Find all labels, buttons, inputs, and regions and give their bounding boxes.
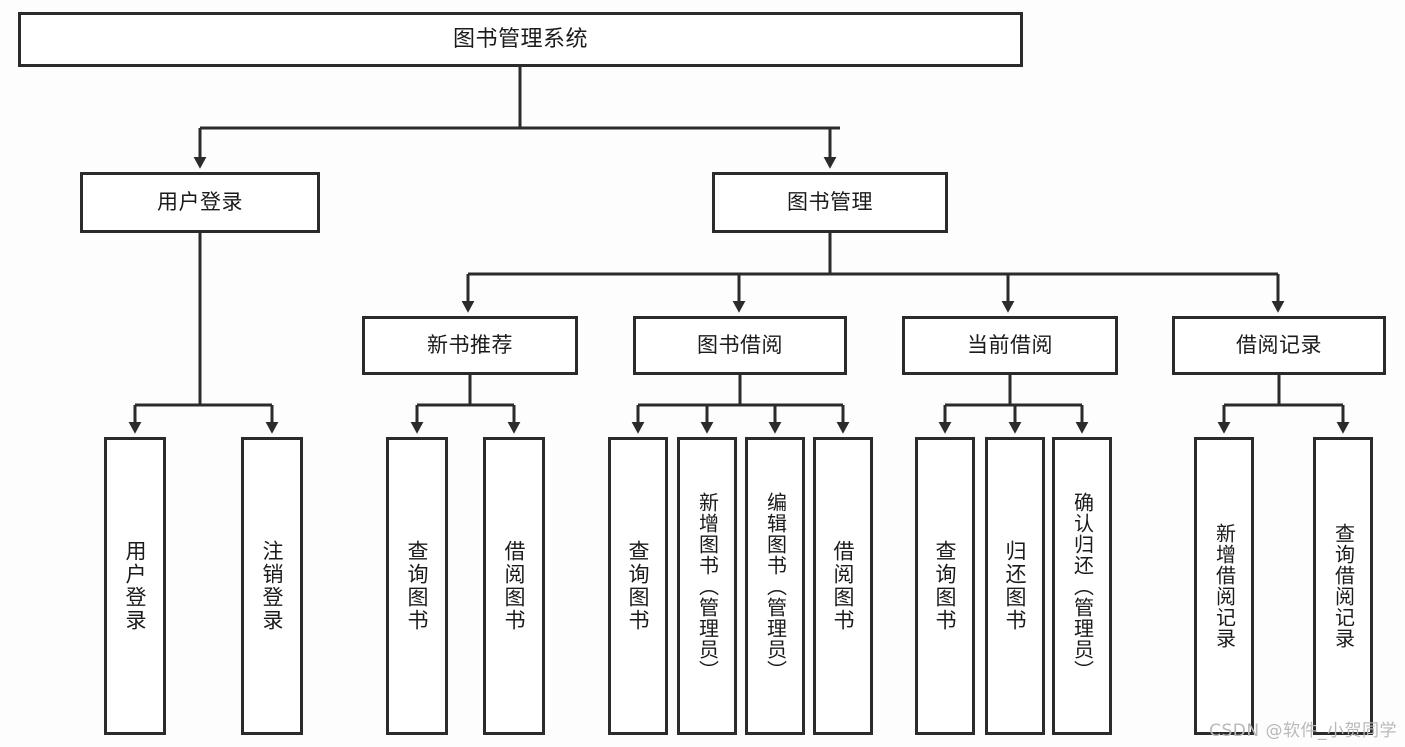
leaf-confirm-return-label: 确认归还（管理员） <box>1070 491 1095 681</box>
leaf-return-book-label: 归还图书 <box>1003 540 1028 632</box>
leaf-confirm-return[interactable]: 确认归还（管理员） <box>1052 437 1112 735</box>
node-current-borrow[interactable]: 当前借阅 <box>902 316 1118 375</box>
node-book-management-label: 图书管理 <box>787 190 873 215</box>
leaf-user-login-label: 用户登录 <box>123 540 148 632</box>
leaf-query-book-recommend[interactable]: 查询图书 <box>386 437 448 735</box>
node-book-management[interactable]: 图书管理 <box>712 172 948 233</box>
leaf-logout-label: 注销登录 <box>260 540 285 632</box>
leaf-edit-book[interactable]: 编辑图书（管理员） <box>745 437 805 735</box>
leaf-add-book-label: 新增图书（管理员） <box>695 491 720 681</box>
node-book-borrow-label: 图书借阅 <box>697 333 783 358</box>
node-new-book-recommend-label: 新书推荐 <box>427 333 513 358</box>
node-user-login[interactable]: 用户登录 <box>80 172 320 233</box>
leaf-add-book[interactable]: 新增图书（管理员） <box>677 437 737 735</box>
leaf-borrow-book[interactable]: 借阅图书 <box>813 437 873 735</box>
leaf-edit-book-label: 编辑图书（管理员） <box>763 491 788 681</box>
node-root[interactable]: 图书管理系统 <box>18 12 1023 67</box>
node-borrow-record[interactable]: 借阅记录 <box>1172 316 1386 375</box>
leaf-borrow-book-recommend[interactable]: 借阅图书 <box>483 437 545 735</box>
node-borrow-record-label: 借阅记录 <box>1236 333 1322 358</box>
leaf-borrow-book-label: 借阅图书 <box>831 540 856 632</box>
node-book-borrow[interactable]: 图书借阅 <box>633 316 847 375</box>
leaf-query-book-recommend-label: 查询图书 <box>405 540 430 632</box>
leaf-return-book[interactable]: 归还图书 <box>985 437 1045 735</box>
leaf-query-book-current-label: 查询图书 <box>933 540 958 632</box>
node-new-book-recommend[interactable]: 新书推荐 <box>362 316 578 375</box>
leaf-logout[interactable]: 注销登录 <box>241 437 303 735</box>
node-current-borrow-label: 当前借阅 <box>967 333 1053 358</box>
leaf-query-book-borrow[interactable]: 查询图书 <box>608 437 668 735</box>
leaf-user-login[interactable]: 用户登录 <box>104 437 166 735</box>
leaf-borrow-book-recommend-label: 借阅图书 <box>502 540 527 632</box>
leaf-query-book-current[interactable]: 查询图书 <box>915 437 975 735</box>
leaf-query-borrow-record[interactable]: 查询借阅记录 <box>1313 437 1373 735</box>
leaf-query-book-borrow-label: 查询图书 <box>626 540 651 632</box>
leaf-add-borrow-record[interactable]: 新增借阅记录 <box>1194 437 1254 735</box>
leaf-add-borrow-record-label: 新增借阅记录 <box>1212 523 1237 649</box>
leaf-query-borrow-record-label: 查询借阅记录 <box>1331 523 1356 649</box>
csdn-watermark: CSDN @软件_小贺同学 <box>1209 721 1397 741</box>
node-root-label: 图书管理系统 <box>452 26 588 52</box>
node-user-login-label: 用户登录 <box>157 190 243 215</box>
